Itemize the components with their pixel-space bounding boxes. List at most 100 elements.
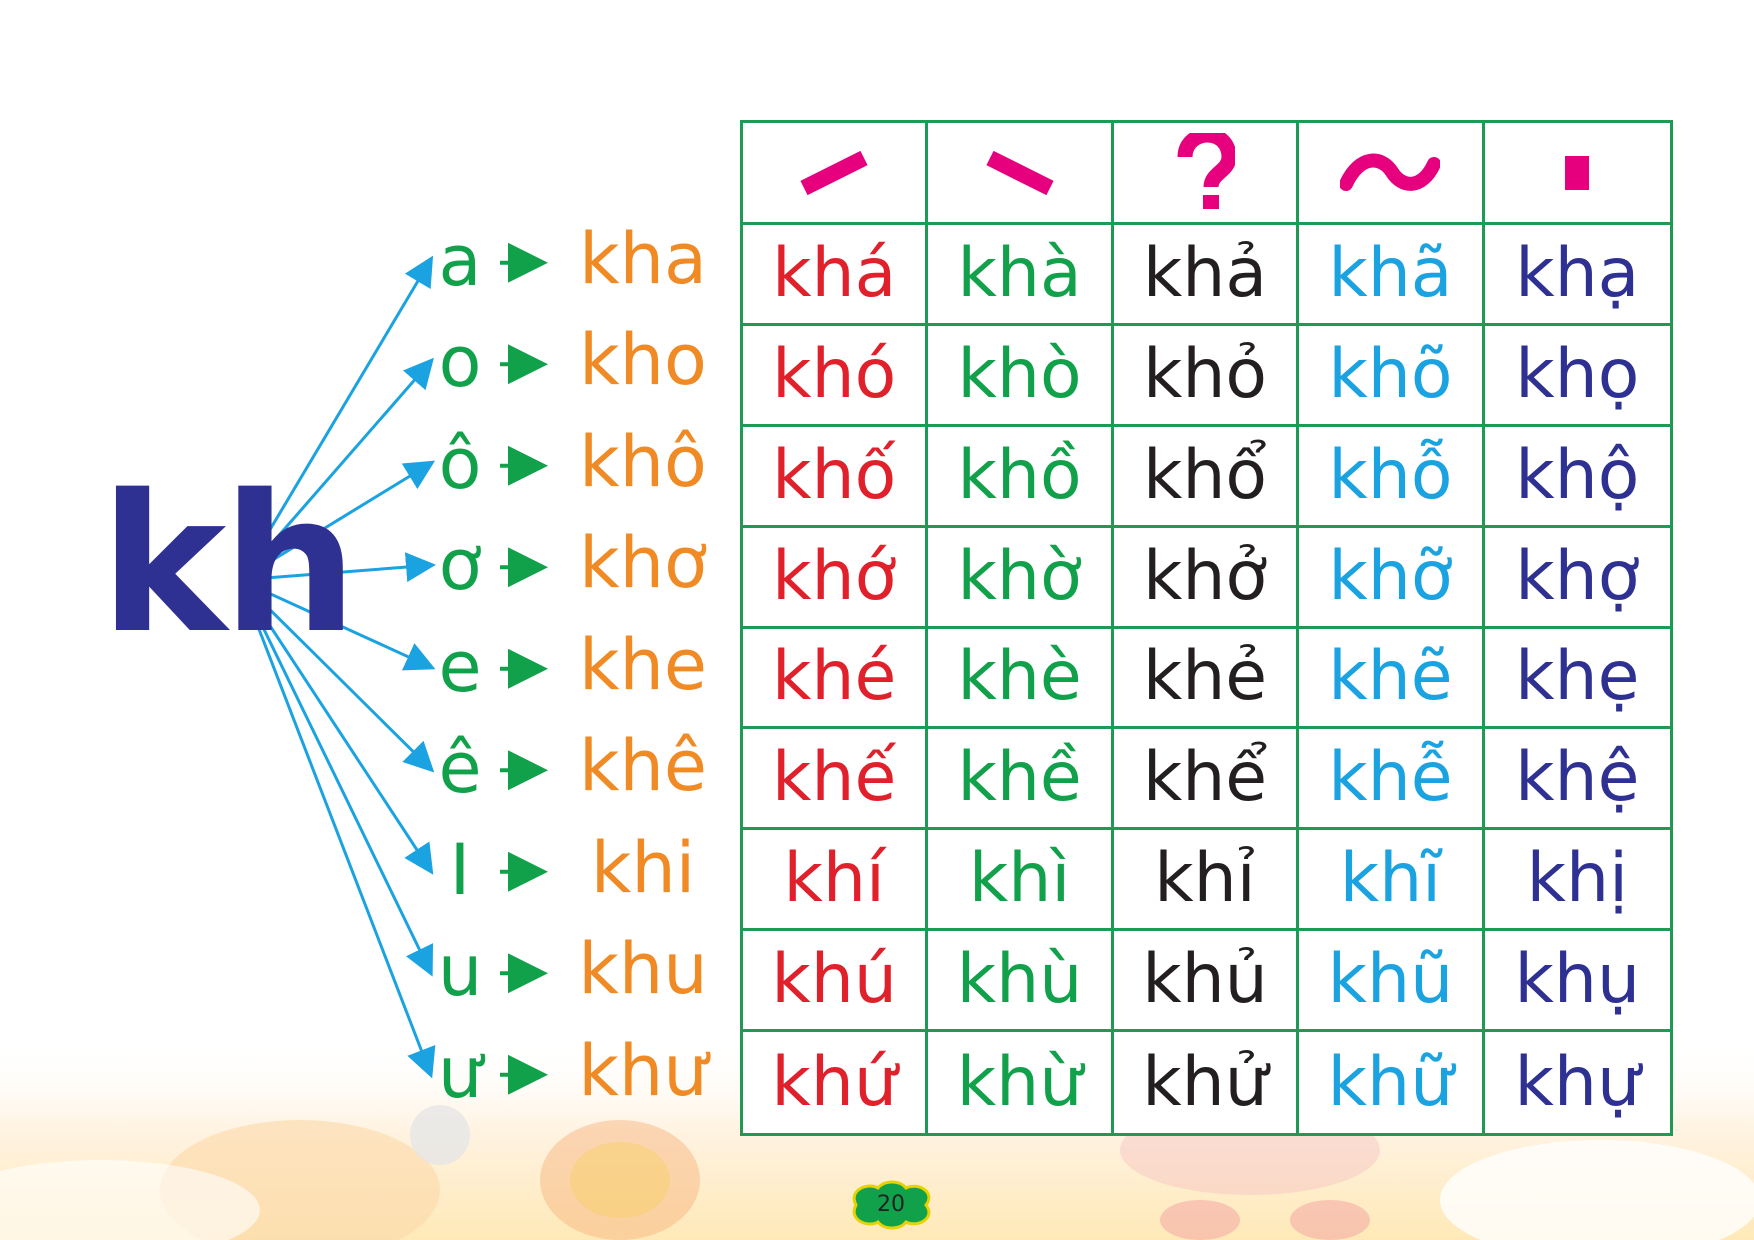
tone-cell: khỡ [1299, 527, 1485, 629]
nga-mark-icon [1340, 148, 1441, 198]
connector-arrow-5 [238, 578, 435, 773]
tone-syllable: khọ [1515, 334, 1640, 414]
tone-syllable: khõ [1328, 334, 1453, 414]
tone-syllable: khổ [1142, 435, 1268, 515]
tone-syllable: khờ [957, 536, 1082, 616]
tone-cell: khử [1114, 1032, 1300, 1133]
tone-cell: khò [928, 325, 1114, 427]
vowel-1: o [438, 321, 482, 404]
tone-syllable: khể [1142, 738, 1268, 818]
tone-syllable: khũ [1327, 940, 1454, 1020]
tone-syllable: khà [957, 233, 1082, 313]
tone-cell: khẹ [1484, 629, 1670, 730]
tone-syllable: khở [1142, 536, 1268, 616]
tone-cell: khợ [1484, 528, 1670, 629]
tone-cell: khá [743, 225, 929, 326]
consonant-kh: kh [100, 454, 358, 675]
tone-syllable: khỉ [1154, 839, 1256, 919]
tone-cell: khế [743, 729, 929, 831]
tone-cell: khã [1299, 225, 1485, 326]
tone-syllable: khí [783, 839, 885, 919]
syllable-0: kha [579, 217, 707, 300]
tone-cell: khẻ [1113, 628, 1300, 730]
tone-syllable: khẽ [1328, 637, 1453, 717]
tone-cell: khũ [1299, 931, 1485, 1033]
tone-syllable: khệ [1515, 738, 1640, 818]
connector-arrow-2 [239, 460, 436, 582]
nang-mark-icon [1557, 148, 1597, 198]
tone-cell: khụ [1484, 931, 1670, 1033]
tone-syllable: khò [957, 334, 1082, 414]
syllable-4: khe [579, 623, 707, 706]
sac-mark-icon [794, 148, 874, 198]
tone-syllable: khá [772, 233, 897, 313]
connector-arrow-3 [239, 552, 436, 583]
page-number: 20 [877, 1192, 905, 1217]
tone-syllable: khợ [1515, 536, 1640, 616]
syllable-2: khô [579, 420, 707, 503]
tone-cell: khó [743, 325, 929, 427]
tone-cell: khồ [928, 426, 1114, 528]
tone-syllable: khè [957, 637, 1082, 717]
syllable-6: khi [590, 826, 696, 909]
syllable-8: khư [578, 1029, 708, 1112]
tone-syllable: khì [968, 839, 1071, 919]
tone-syllable: khừ [956, 1042, 1083, 1122]
syllable-1: kho [579, 319, 707, 402]
vowel-6: I [449, 828, 471, 911]
syllable-3: khơ [579, 522, 707, 605]
tone-cell: khố [743, 426, 929, 528]
syllable-7: khu [578, 928, 708, 1011]
tone-cell: khì [928, 830, 1114, 932]
tone-cell: khạ [1484, 225, 1670, 326]
tone-cell: khệ [1484, 729, 1670, 831]
tone-syllable: khồ [957, 435, 1082, 515]
tone-syllable: khĩ [1339, 839, 1442, 919]
vowel-3: ơ [438, 524, 482, 607]
tone-syllable: khủ [1142, 940, 1268, 1020]
tone-syllable: khữ [1327, 1042, 1454, 1122]
tone-cell: khứ [743, 1032, 929, 1133]
tone-header-1 [928, 123, 1114, 225]
tone-cell: khé [743, 628, 929, 730]
tone-syllable: khé [772, 637, 897, 717]
vowel-8: ư [437, 1031, 483, 1114]
connector-arrow-7 [238, 579, 434, 977]
tone-cell: khú [743, 931, 929, 1033]
syllable-5: khê [579, 725, 707, 808]
tone-header-4 [1484, 123, 1670, 225]
tone-syllable: khề [957, 738, 1082, 818]
tone-syllable: khó [772, 334, 897, 414]
tone-syllable: khạ [1515, 233, 1640, 313]
tone-cell: khỗ [1299, 426, 1485, 528]
tone-cell: khễ [1299, 729, 1485, 831]
tone-syllable: khứ [771, 1042, 897, 1122]
vowel-2: ô [438, 422, 482, 505]
tone-syllable: khả [1142, 233, 1268, 313]
tone-syllable: khị [1526, 839, 1628, 919]
tone-cell: khộ [1484, 427, 1670, 528]
tone-cell: khả [1113, 225, 1300, 326]
tone-header-2 [1113, 123, 1300, 225]
tone-syllable: khú [771, 940, 897, 1020]
tone-syllable: khã [1328, 233, 1453, 313]
tone-cell: khõ [1299, 325, 1485, 427]
vowel-5: ê [438, 727, 482, 810]
tone-cell: khớ [743, 527, 929, 629]
tone-syllable: khế [772, 738, 897, 818]
tone-cell: khỏ [1113, 325, 1300, 427]
tone-header-3 [1299, 123, 1485, 225]
tone-syllable: khố [772, 435, 897, 515]
connector-arrow-6 [238, 579, 434, 875]
tone-cell: khà [928, 225, 1114, 326]
tone-cell: khĩ [1299, 830, 1485, 932]
tone-syllable: khộ [1515, 435, 1640, 515]
tone-cell: khù [928, 931, 1114, 1033]
tone-syllable: khớ [772, 536, 897, 616]
tone-cell: khỉ [1113, 830, 1300, 932]
tone-cell: khữ [1299, 1032, 1485, 1133]
hoi-mark-icon [1175, 132, 1235, 213]
connector-arrow-8 [238, 579, 436, 1079]
